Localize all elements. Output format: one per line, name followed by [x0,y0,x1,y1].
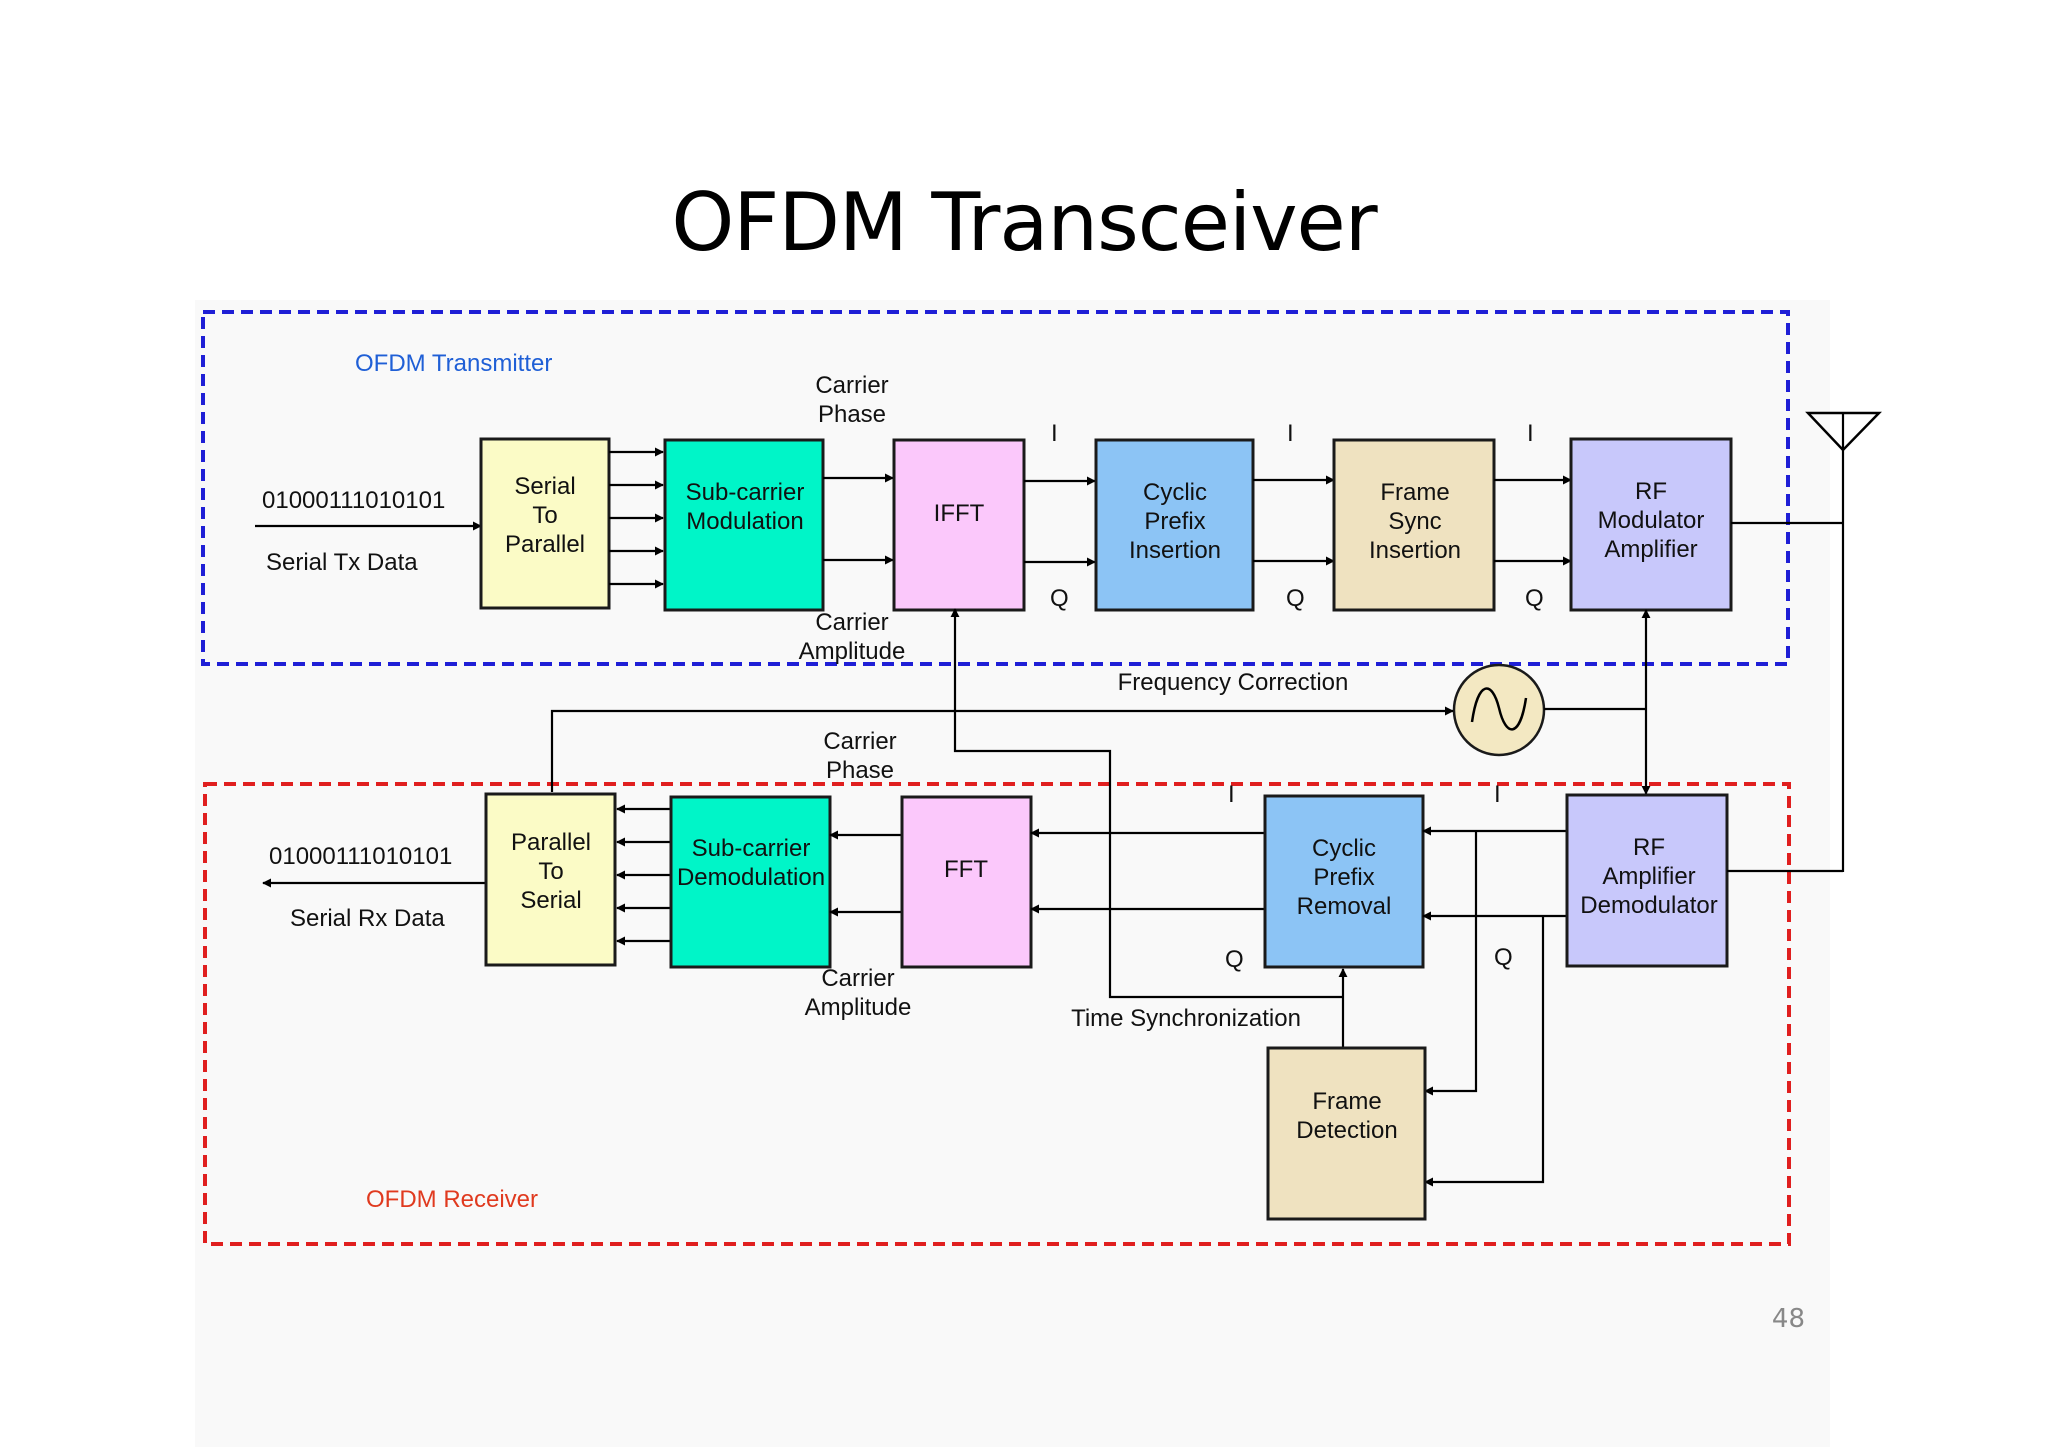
oscillator-icon [1452,663,1546,757]
demodulation-to-pts-arrows [616,804,670,946]
tx-iq-arrows-2 [1253,475,1335,566]
rx-i-label-2: I [1494,781,1501,808]
fft-to-demodulation-arrows [829,830,902,917]
tx-i-label-1: I [1051,420,1058,447]
fft-block: FFT [900,795,1033,969]
transmitter-section-label: OFDM Transmitter [355,350,552,377]
svg-text:FFT: FFT [944,856,988,883]
stp-to-modulation-arrows [609,447,664,589]
rx-i-label-1: I [1228,781,1235,808]
page-number: 48 [1771,1304,1805,1334]
time-synchronization-label: Time Synchronization [1071,1005,1301,1032]
tx-i-label-3: I [1527,420,1534,447]
antenna-icon [1805,411,1882,872]
tx-iq-arrows-3 [1494,475,1572,566]
tx-q-label-2: Q [1286,585,1305,612]
slide-title: OFDM Transceiver [671,176,1377,269]
receiver-section-border [203,782,1791,1246]
rf-to-cpr-arrows [1422,826,1567,921]
tx-input-bits: 01000111010101 [262,487,445,514]
time-synchronization-path [950,608,1348,1048]
tx-iq-arrows-1 [1024,476,1096,567]
rx-output-label: Serial Rx Data [290,905,445,932]
svg-text:IFFT: IFFT [934,500,985,527]
frequency-correction-path [550,706,1646,792]
rx-output-bits: 01000111010101 [269,843,452,870]
rx-q-label-2: Q [1494,944,1513,971]
tx-input-label: Serial Tx Data [266,549,418,576]
transmitter-section-border [201,310,1790,666]
tx-q-label-1: Q [1050,585,1069,612]
ifft-block: IFFT [892,438,1026,612]
frequency-correction-label: Frequency Correction [1118,669,1349,696]
tx-i-label-2: I [1287,420,1294,447]
frame-detection-feed-paths [1424,831,1545,1187]
receiver-section-label: OFDM Receiver [366,1186,538,1213]
rx-q-label-1: Q [1225,946,1244,973]
cpr-to-fft-arrows [1030,828,1264,914]
tx-q-label-3: Q [1525,585,1544,612]
